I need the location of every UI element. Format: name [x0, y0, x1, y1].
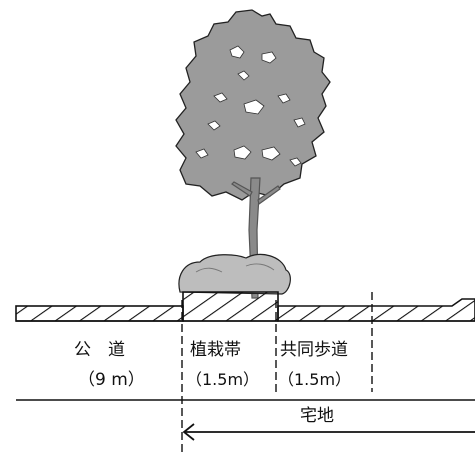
public-road-label: 公 道 — [74, 340, 125, 360]
public-road-width-label: （9 m） — [78, 370, 145, 390]
planting-strip-label: 植栽帯 — [190, 340, 241, 360]
planting-strip-width-label: （1.5m） — [186, 370, 260, 389]
residential-land-label: 宅地 — [300, 406, 334, 426]
shared-sidewalk-label: 共同歩道 — [280, 340, 348, 360]
residential-arrow — [182, 423, 475, 441]
shrub — [178, 253, 291, 295]
boundary-lines — [181, 292, 373, 452]
road-surface — [15, 291, 475, 322]
tree-crown — [175, 9, 331, 201]
shared-sidewalk-width-label: （1.5m） — [278, 370, 352, 389]
